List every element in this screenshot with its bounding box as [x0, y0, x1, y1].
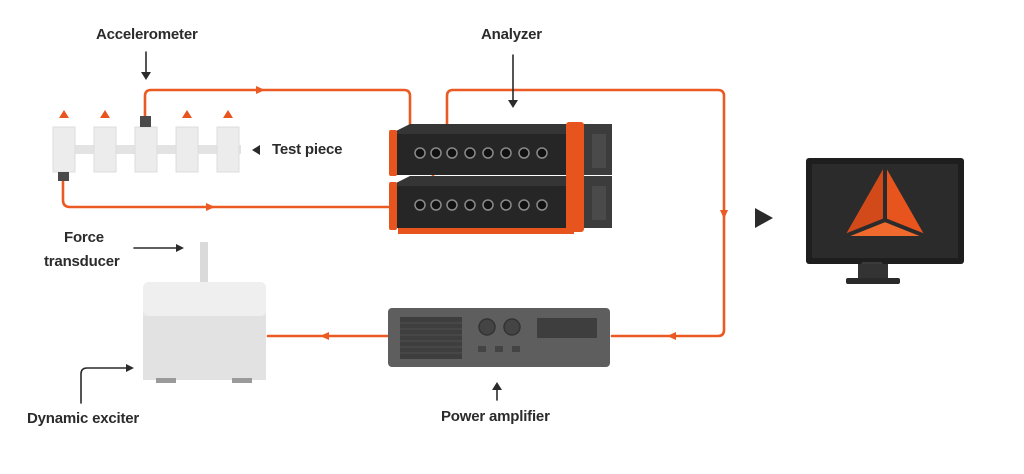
force-sensor-tab	[58, 172, 69, 181]
sensor-block-4	[175, 126, 199, 173]
arrowhead-left-exciter	[320, 332, 329, 340]
marker-5	[223, 110, 233, 118]
label-power-amplifier: Power amplifier	[441, 408, 550, 425]
accelerometer-sensor	[140, 116, 151, 127]
marker-1	[59, 110, 69, 118]
computer-monitor	[806, 158, 964, 284]
sensor-block-3	[134, 126, 158, 173]
label-transducer: transducer	[44, 253, 120, 270]
marker-2	[100, 110, 110, 118]
wire-force-to-analyzer	[61, 178, 410, 209]
label-dynamic-exciter: Dynamic exciter	[27, 410, 140, 427]
marker-4	[182, 110, 192, 118]
test-piece-pointer	[252, 145, 260, 155]
label-test-piece: Test piece	[272, 141, 343, 158]
arrowhead-left-amp	[667, 332, 676, 340]
arrowhead-right-bottom	[206, 203, 215, 211]
force-transducer-rod	[200, 242, 208, 284]
label-force: Force	[64, 229, 104, 246]
power-amplifier-device	[388, 308, 610, 367]
wire-arrowheads	[206, 86, 728, 340]
pointer-arrowheads	[126, 72, 518, 390]
wire-analyzer-to-amplifier	[445, 88, 726, 338]
pointer-exciter	[80, 367, 129, 404]
arrowhead-right-top	[256, 86, 265, 94]
analyzer-connectors	[414, 147, 548, 211]
analyzer-device	[389, 122, 612, 234]
direction-triangle	[755, 208, 773, 228]
sensor-block-1	[52, 126, 76, 173]
sensor-block-2	[93, 126, 117, 173]
arrowhead-down-right	[720, 210, 728, 219]
dynamic-exciter-device	[143, 242, 266, 383]
brand-logo	[844, 166, 926, 238]
sensor-block-5	[216, 126, 240, 173]
label-accelerometer: Accelerometer	[96, 26, 198, 43]
wire-accelerometer-to-analyzer	[143, 88, 412, 147]
test-piece	[52, 110, 241, 181]
label-analyzer: Analyzer	[481, 26, 542, 43]
pointer-arrows	[80, 51, 514, 404]
